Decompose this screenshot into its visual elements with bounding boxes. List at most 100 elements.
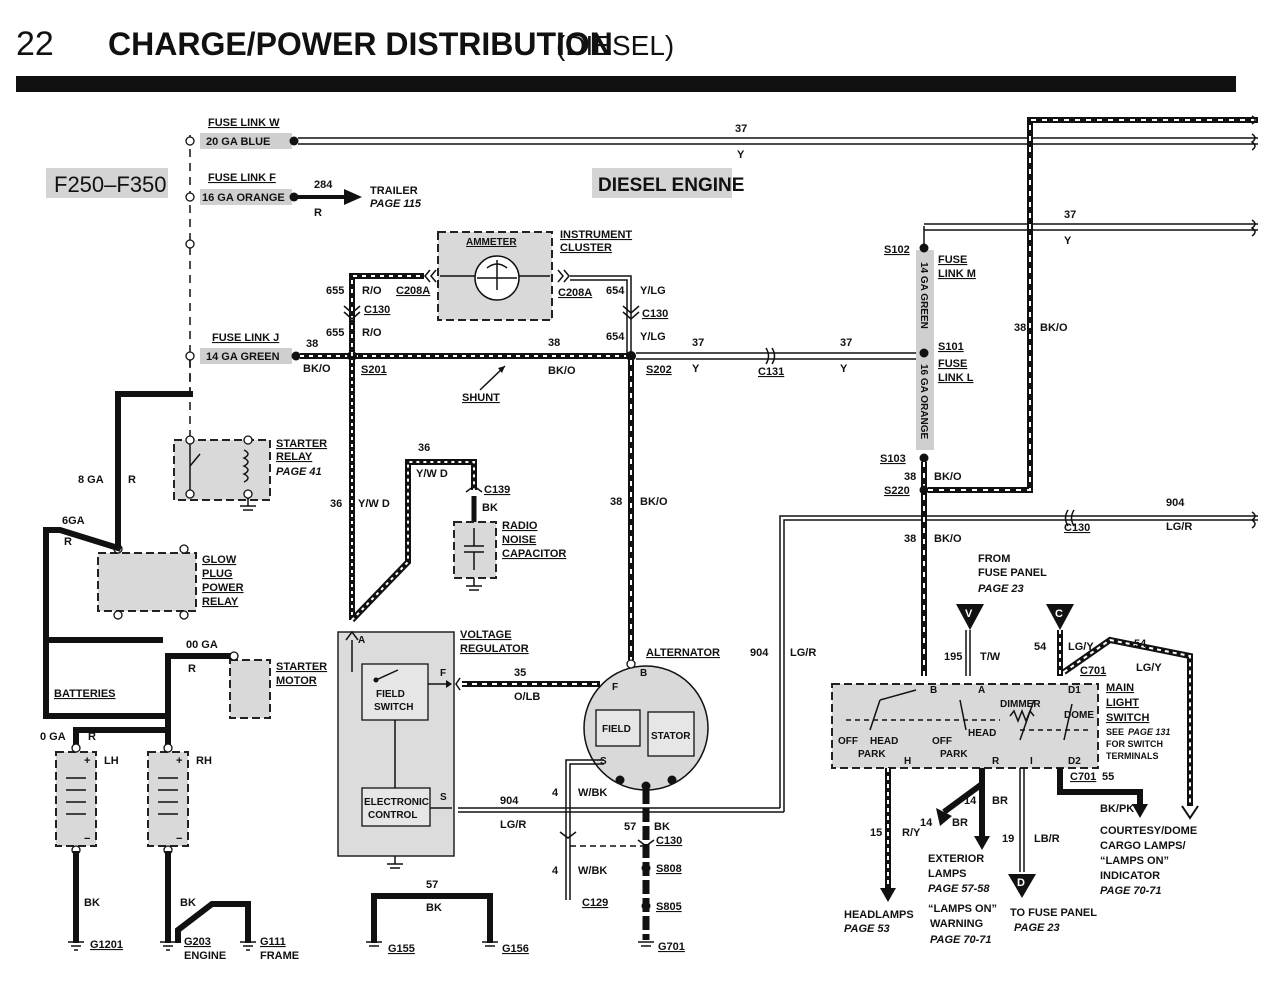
starter-relay: STARTER RELAY PAGE 41	[173, 435, 327, 511]
svg-text:14 GA GREEN: 14 GA GREEN	[918, 262, 929, 329]
svg-text:57: 57	[426, 879, 438, 891]
svg-text:LB/R: LB/R	[1034, 833, 1060, 845]
page-subtitle: (DIESEL)	[556, 30, 674, 61]
svg-text:ENGINE: ENGINE	[184, 950, 226, 962]
svg-text:SEE: SEE	[1106, 727, 1124, 737]
svg-text:6GA: 6GA	[62, 515, 85, 527]
svg-text:CLUSTER: CLUSTER	[560, 242, 612, 254]
svg-text:655: 655	[326, 285, 344, 297]
svg-text:TERMINALS: TERMINALS	[1106, 751, 1159, 761]
switch-outputs: 15 R/Y 14 BR 14 BR 19 LB/R D 55 BK/PK	[870, 768, 1148, 902]
svg-text:4: 4	[552, 787, 559, 799]
svg-text:16 GA ORANGE: 16 GA ORANGE	[918, 364, 929, 440]
svg-text:19: 19	[1002, 833, 1014, 845]
svg-text:37: 37	[692, 337, 704, 349]
svg-text:D1: D1	[1068, 685, 1081, 696]
svg-text:CONTROL: CONTROL	[368, 810, 417, 821]
svg-text:PAGE 23: PAGE 23	[1014, 922, 1060, 934]
instrument-cluster: AMMETER INSTRUMENT CLUSTER C208A C208A	[396, 229, 632, 321]
svg-text:38: 38	[904, 471, 916, 483]
svg-text:S220: S220	[884, 485, 910, 497]
svg-text:ALTERNATOR: ALTERNATOR	[646, 647, 720, 659]
svg-text:R: R	[88, 731, 96, 743]
svg-text:36: 36	[418, 442, 430, 454]
main-light-switch: C701 B A D1 DIMMER DOME OFF HEAD OFF HEA…	[831, 665, 1170, 783]
svg-text:W/BK: W/BK	[578, 865, 607, 877]
svg-text:PARK: PARK	[858, 749, 886, 760]
svg-text:R/O: R/O	[362, 285, 382, 297]
model-label: F250–F350	[54, 172, 167, 197]
svg-text:TRAILER: TRAILER	[370, 185, 418, 197]
wire-37-right: 37 Y	[923, 209, 1258, 248]
svg-text:37: 37	[1064, 209, 1076, 221]
svg-text:PAGE 115: PAGE 115	[370, 198, 422, 210]
svg-text:CAPACITOR: CAPACITOR	[502, 548, 566, 560]
svg-text:REGULATOR: REGULATOR	[460, 643, 529, 655]
svg-text:“LAMPS ON”: “LAMPS ON”	[1100, 855, 1169, 867]
svg-text:I: I	[1030, 756, 1033, 767]
svg-text:FIELD: FIELD	[602, 724, 631, 735]
svg-text:BK/O: BK/O	[934, 533, 962, 545]
svg-text:BK/O: BK/O	[640, 496, 668, 508]
svg-text:PAGE 70-71: PAGE 70-71	[930, 934, 992, 946]
svg-text:BK/O: BK/O	[548, 365, 576, 377]
svg-text:20 GA BLUE: 20 GA BLUE	[206, 136, 270, 148]
page-title: CHARGE/POWER DISTRIBUTION	[108, 26, 613, 62]
svg-text:S: S	[440, 792, 447, 803]
svg-text:HEAD: HEAD	[870, 736, 898, 747]
svg-text:LG/R: LG/R	[500, 819, 526, 831]
svg-text:195: 195	[944, 651, 962, 663]
svg-text:C131: C131	[758, 366, 784, 378]
svg-text:DIMMER: DIMMER	[1000, 699, 1041, 710]
svg-text:LG/Y: LG/Y	[1136, 662, 1162, 674]
svg-text:A: A	[358, 635, 365, 646]
starter-motor: STARTER MOTOR	[229, 651, 327, 719]
svg-text:STARTER: STARTER	[276, 438, 327, 450]
svg-text:Y/W D: Y/W D	[358, 498, 390, 510]
svg-text:R: R	[314, 207, 322, 219]
svg-text:FUSE LINK F: FUSE LINK F	[208, 172, 276, 184]
svg-text:S101: S101	[938, 341, 964, 353]
svg-text:PLUG: PLUG	[202, 568, 233, 580]
svg-text:C129: C129	[582, 897, 608, 909]
fuse-link-j: FUSE LINK J 14 GA GREEN 38 BK/O	[200, 332, 331, 375]
ground-g203: G203 ENGINE	[160, 936, 226, 962]
svg-text:EXTERIOR: EXTERIOR	[928, 853, 984, 865]
wire-36: 36 Y/W D 36 Y/W D	[330, 360, 477, 623]
battery-lh: + − LH	[55, 743, 119, 855]
wire-4: 4 W/BK 4 W/BK C129	[552, 759, 644, 909]
svg-text:PAGE 131: PAGE 131	[1128, 727, 1170, 737]
svg-text:14: 14	[920, 817, 933, 829]
fuse-link-m-l: S102 FUSE LINK M S101 FUSE LINK L S103 1…	[880, 243, 976, 465]
svg-text:FUSE PANEL: FUSE PANEL	[978, 567, 1047, 579]
svg-text:LINK M: LINK M	[938, 268, 976, 280]
svg-text:G203: G203	[184, 936, 211, 948]
svg-text:PARK: PARK	[940, 749, 968, 760]
svg-text:RELAY: RELAY	[276, 451, 313, 463]
svg-text:Y/W D: Y/W D	[416, 468, 448, 480]
engine-label: DIESEL ENGINE	[598, 175, 744, 196]
svg-text:WARNING: WARNING	[930, 918, 983, 930]
wire-38-right: 38 BK/O S220 38 BK/O 38 BK/O	[884, 117, 1258, 676]
svg-text:57: 57	[624, 821, 636, 833]
svg-text:BK: BK	[180, 897, 196, 909]
svg-text:4: 4	[552, 865, 559, 877]
svg-text:Y/LG: Y/LG	[640, 285, 666, 297]
wire-37-s202-s101: 37 Y 37 Y C131	[636, 337, 920, 378]
svg-text:ELECTRONIC: ELECTRONIC	[364, 797, 429, 808]
svg-text:37: 37	[735, 123, 747, 135]
svg-text:00 GA: 00 GA	[186, 639, 218, 651]
svg-text:BK: BK	[84, 897, 100, 909]
shunt-bus: 38 BK/O SHUNT S201 S202	[300, 337, 672, 404]
svg-text:AMMETER: AMMETER	[466, 237, 517, 248]
svg-text:38: 38	[306, 338, 318, 350]
fuse-link-f: FUSE LINK F 16 GA ORANGE 284 R TRAILER P…	[200, 172, 422, 219]
svg-text:FRAME: FRAME	[260, 950, 299, 962]
wire-35: 35 O/LB	[455, 667, 600, 703]
svg-text:BK/O: BK/O	[303, 363, 331, 375]
output-labels: HEADLAMPS PAGE 53 EXTERIOR LAMPS PAGE 57…	[844, 825, 1197, 946]
svg-text:C208A: C208A	[396, 285, 430, 297]
svg-text:S: S	[600, 756, 607, 767]
svg-text:S102: S102	[884, 244, 910, 256]
svg-text:0 GA: 0 GA	[40, 731, 66, 743]
